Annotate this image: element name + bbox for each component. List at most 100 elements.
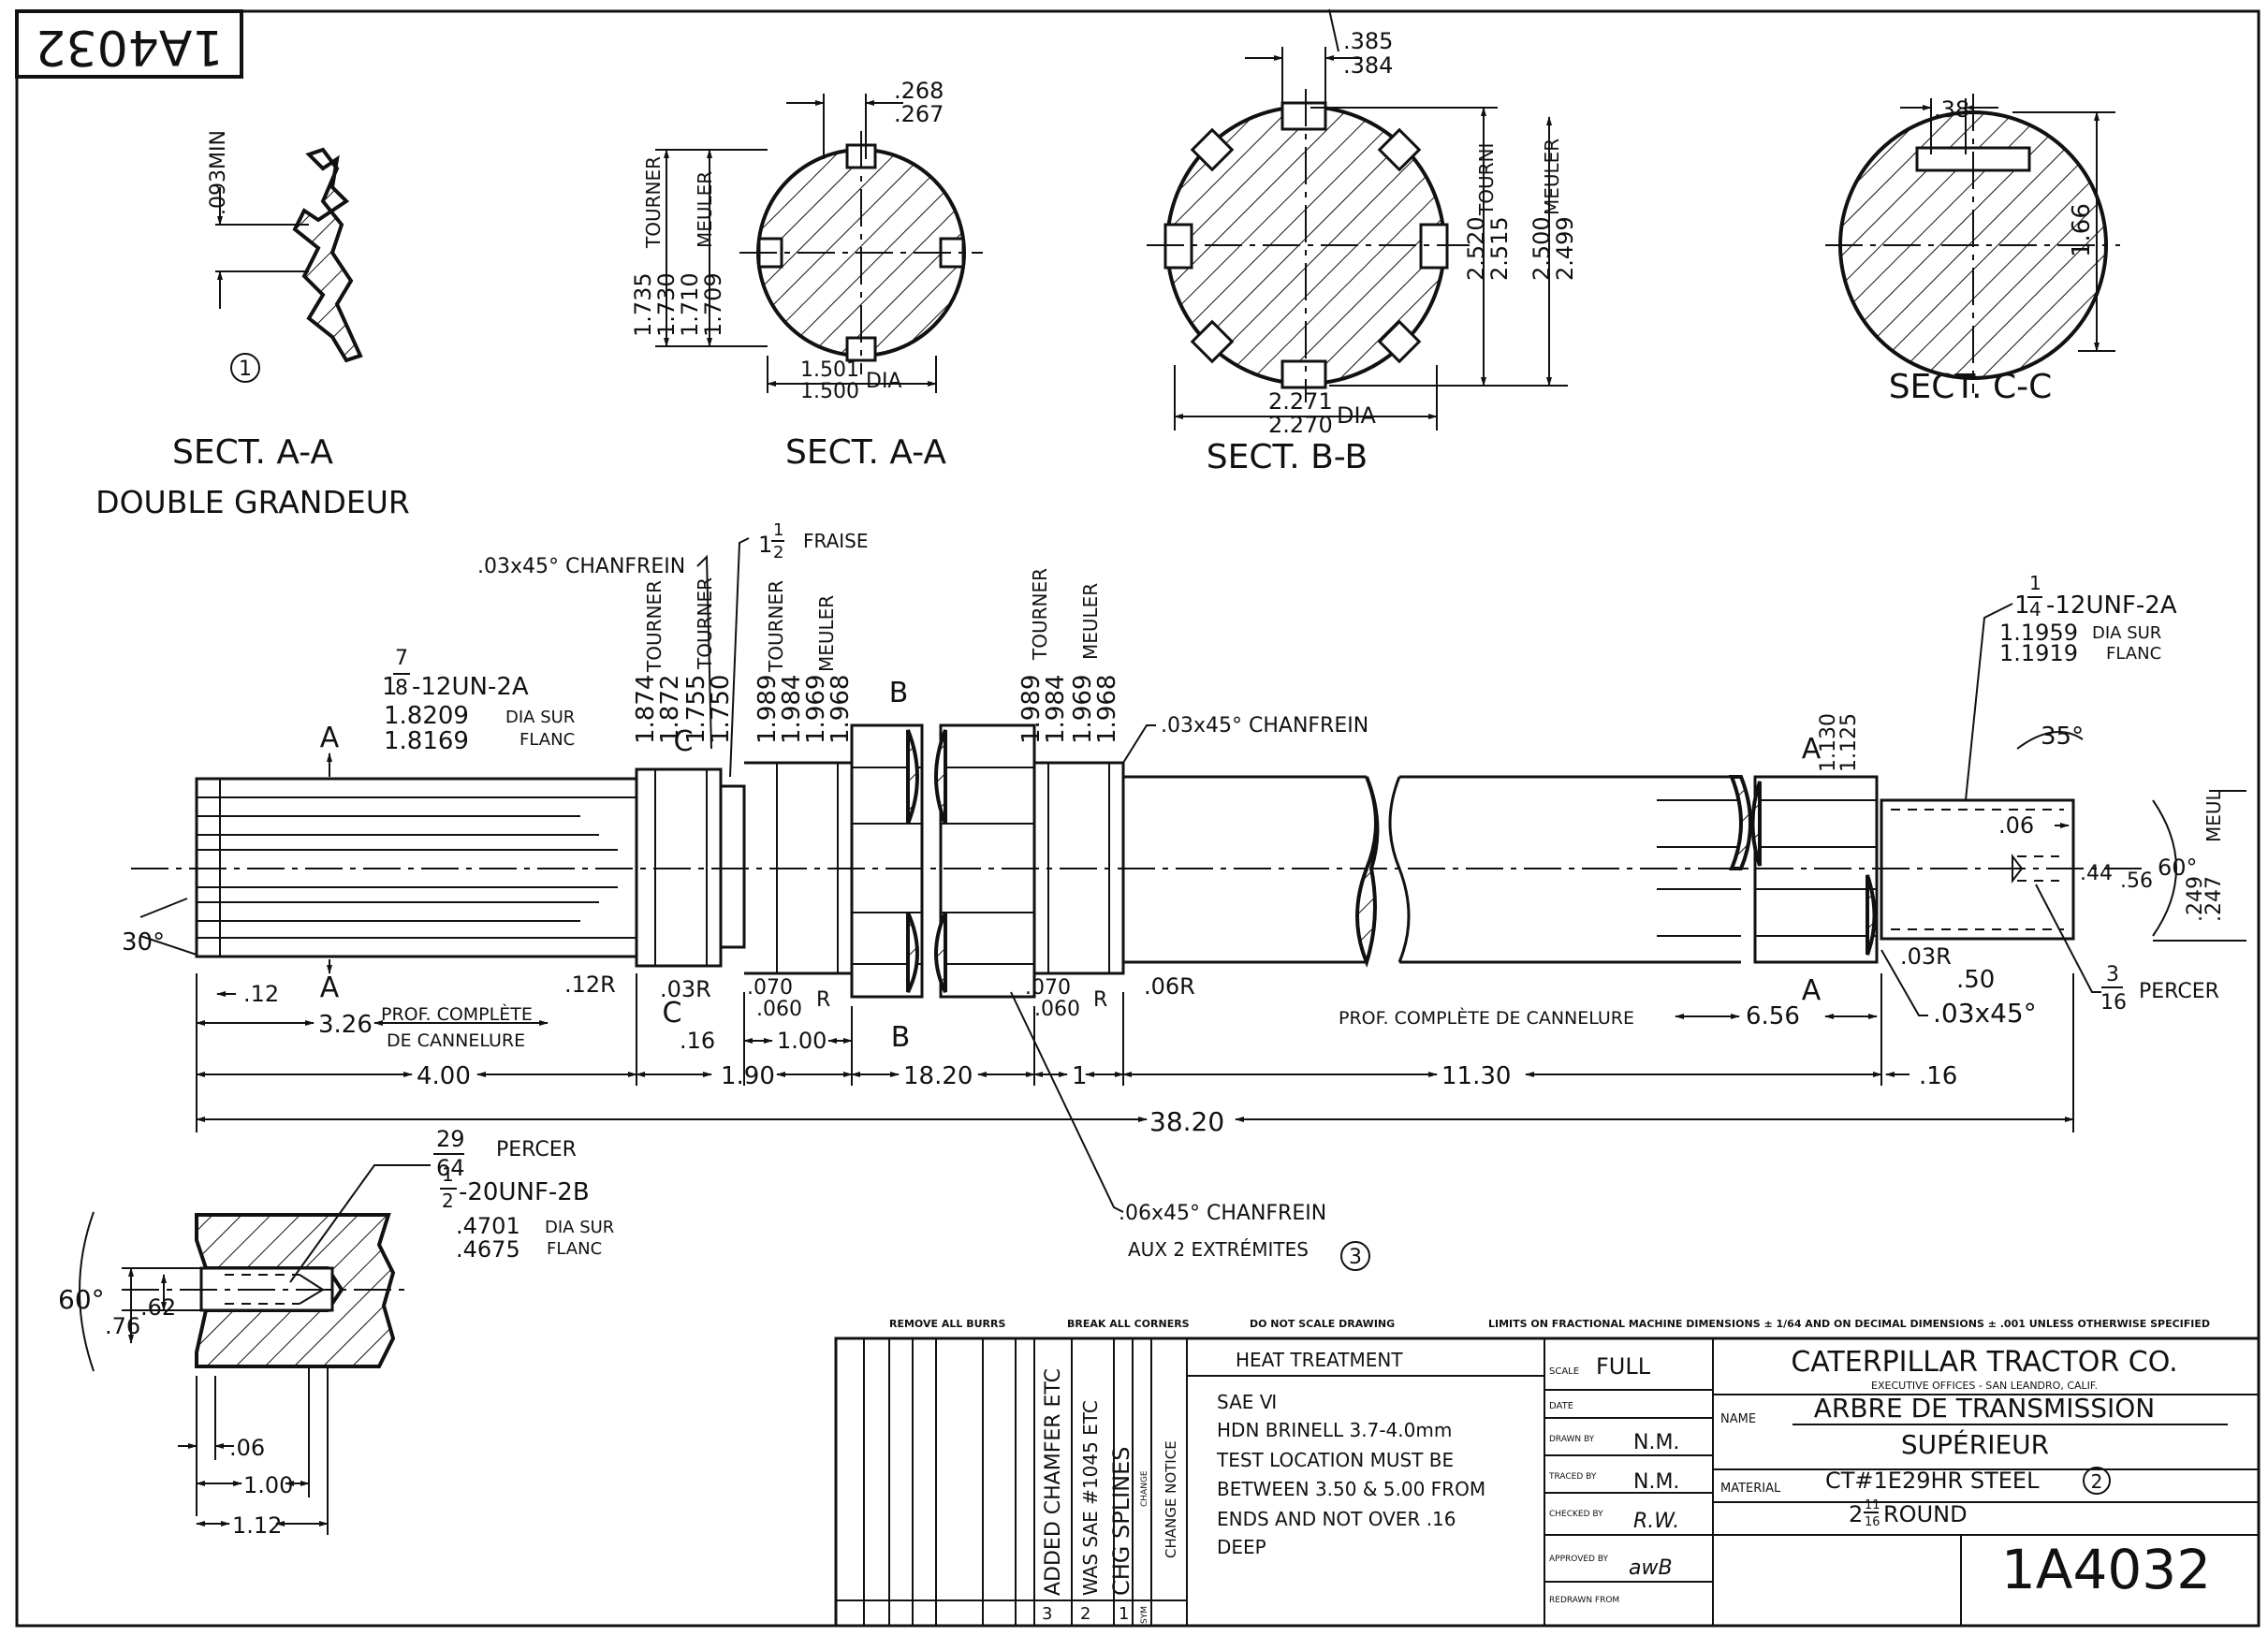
stock-num: 11: [1865, 1498, 1880, 1512]
label-tourni-bb: TOURNI: [1475, 143, 1498, 216]
r070-b: .060: [756, 998, 802, 1021]
r070b-r: R: [1093, 988, 1107, 1012]
note-corners: BREAK ALL CORNERS: [1067, 1318, 1190, 1330]
dim-3820: 38.20: [1149, 1106, 1224, 1137]
bb-dia-label: DIA: [1337, 402, 1377, 429]
change-3-num: 3: [1042, 1604, 1052, 1624]
section-aa-double-subtitle: DOUBLE GRANDEUR: [95, 484, 410, 520]
dia5-label: TOURNER: [1029, 568, 1051, 661]
dim-268: .268: [894, 78, 944, 104]
dia7-b: 1.125: [1837, 713, 1861, 772]
scale-value: FULL: [1596, 1353, 1651, 1380]
dim-100-mid: 1.00: [777, 1028, 827, 1054]
stock-rest: ROUND: [1883, 1501, 1968, 1527]
dim-267: .267: [894, 101, 944, 127]
fraise-den: 2: [773, 543, 783, 562]
heat-header: HEAT TREATMENT: [1236, 1349, 1403, 1371]
heat-line-6: DEEP: [1217, 1536, 1266, 1558]
chamfer-mid: .03x45° CHANFREIN: [1161, 714, 1368, 738]
fraise-label: FRAISE: [803, 530, 869, 552]
detail-note2: FLANC: [547, 1239, 602, 1259]
change-2-num: 2: [1080, 1604, 1090, 1624]
dim-50: .50: [1956, 966, 1995, 994]
dim-03r-right: .03R: [1900, 943, 1952, 970]
rt-num: 1: [2029, 572, 2041, 594]
heat-line-3: TEST LOCATION MUST BE: [1216, 1449, 1454, 1471]
dim-2271: 2.271: [1268, 388, 1333, 415]
checked-label: CHECKED BY: [1549, 1510, 1603, 1519]
dia1-b: 1.872: [656, 675, 684, 744]
shaft-main-view: A A C C B B A A: [131, 677, 2144, 1054]
dim-06-right: .06: [1998, 812, 2034, 839]
lt-den: 8: [395, 677, 408, 700]
fraise-num: 1: [773, 520, 783, 540]
sec-a-right-bot: A: [1802, 974, 1822, 1007]
dim-016-left: .16: [680, 1028, 715, 1054]
rt-rest: -12UNF-2A: [2046, 592, 2177, 620]
material-value: CT#1E29HR STEEL: [1825, 1468, 2040, 1494]
company-sub: EXECUTIVE OFFICES - SAN LEANDRO, CALIF.: [1871, 1380, 2098, 1392]
dim-44: .44: [2080, 862, 2113, 885]
dia2-b: 1.750: [707, 675, 735, 744]
dia6-label: MEULER: [1079, 583, 1102, 660]
dim-093-min: .093MIN: [207, 130, 230, 215]
r070b-b: .060: [1034, 998, 1080, 1021]
meul-label: MEUL: [2202, 789, 2225, 842]
dia5-b: 1.984: [1042, 675, 1070, 744]
drawn-label: DRAWN BY: [1549, 1435, 1595, 1444]
dia4-b: 1.968: [827, 675, 855, 744]
lt-note2: FLANC: [519, 730, 575, 750]
label-tourner-aa: TOURNER: [642, 156, 665, 249]
meul-a: .249: [2184, 876, 2207, 922]
r070-r: R: [816, 988, 830, 1012]
rt-den: 4: [2029, 598, 2041, 621]
dia1-a: 1.874: [632, 675, 660, 744]
sym-label: SYM: [1140, 1606, 1149, 1624]
dim-2499: 2.499: [1552, 216, 1578, 281]
fraise-whole: 1: [758, 532, 772, 558]
redrawn-label: REDRAWN FROM: [1549, 1596, 1619, 1605]
stamp-number: 1A4032: [36, 19, 224, 75]
lt-d2: 1.8169: [384, 727, 469, 755]
sec-a-left-bot: A: [320, 971, 340, 1004]
detail-d2: .4675: [456, 1236, 520, 1263]
label-meuler-aa: MEULER: [694, 171, 716, 248]
dim-384: .384: [1343, 52, 1393, 79]
dim-1735: 1.735: [630, 272, 656, 337]
section-cc-title: SECT. C-C: [1889, 368, 2053, 406]
dim-03r-c: .03R: [660, 976, 711, 1002]
drawn-value: N.M.: [1633, 1431, 1679, 1454]
drill-label-right: PERCER: [2139, 980, 2219, 1003]
dim-190: 1.90: [721, 1062, 775, 1090]
checked-value: R.W.: [1633, 1510, 1679, 1533]
dim-06r: .06R: [1144, 973, 1195, 1000]
r070b-a: .070: [1025, 976, 1071, 1000]
traced-label: TRACED BY: [1548, 1472, 1597, 1482]
dia4-a: 1.969: [802, 675, 830, 744]
rt-d1: 1.1959: [1999, 620, 2078, 646]
change-3-text: ADDED CHAMFER ETC: [1042, 1368, 1065, 1596]
dim-166: 1.66: [2068, 203, 2096, 257]
sec-b-bot: B: [891, 1021, 911, 1054]
r070-a: .070: [747, 976, 793, 1000]
dim-2500: 2.500: [1529, 216, 1555, 281]
stock-whole: 2: [1849, 1501, 1863, 1527]
change-2-text: WAS SAE #1045 ETC: [1079, 1400, 1102, 1596]
drill-num-right: 3: [2106, 963, 2119, 986]
chamfer-ends: .06x45° CHANFREIN: [1119, 1202, 1326, 1225]
drill-den-right: 16: [2100, 991, 2127, 1015]
detail-076: .76: [105, 1313, 140, 1339]
angle-60-right: 60°: [2158, 855, 2198, 881]
prof-right: PROF. COMPLÈTE DE CANNELURE: [1339, 1007, 1634, 1029]
dim-1500: 1.500: [800, 380, 859, 403]
dim-656: 6.56: [1746, 1002, 1800, 1030]
prof-left2: DE CANNELURE: [387, 1030, 525, 1051]
sec-a-left-top: A: [320, 722, 340, 754]
heat-line-5: ENDS AND NOT OVER .16: [1217, 1508, 1456, 1530]
dim-2520: 2.520: [1463, 216, 1489, 281]
dim-1709: 1.709: [700, 272, 726, 337]
section-bb-title: SECT. B-B: [1207, 438, 1368, 476]
meul-b: .247: [2202, 876, 2226, 922]
scale-label: SCALE: [1549, 1366, 1579, 1377]
